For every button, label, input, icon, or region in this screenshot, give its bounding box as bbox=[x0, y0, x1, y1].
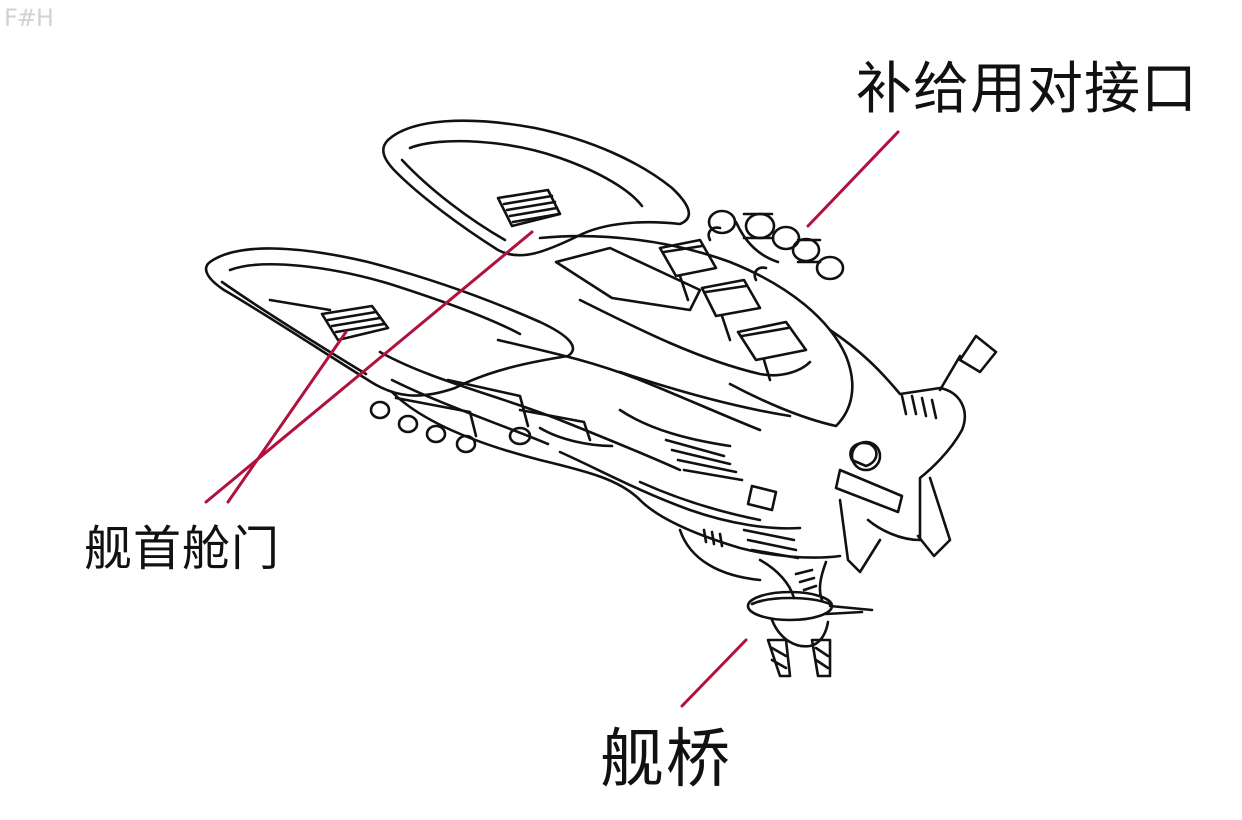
leader-line-bridge bbox=[680, 638, 748, 708]
bridge-structure bbox=[746, 558, 874, 678]
lower-hull-vents bbox=[618, 408, 882, 592]
lower-wing bbox=[204, 247, 575, 397]
leader-lines bbox=[204, 130, 900, 708]
upper-wing bbox=[382, 119, 691, 257]
docking-clamps bbox=[658, 226, 808, 382]
tail-fins bbox=[828, 328, 998, 558]
supply-docking-ports bbox=[707, 209, 845, 281]
ship-body bbox=[378, 234, 854, 530]
leader-line-dock bbox=[806, 130, 900, 228]
ship-line-art bbox=[204, 119, 998, 678]
underside-pods bbox=[369, 400, 532, 454]
leader-line-hatch-lower bbox=[226, 330, 348, 504]
label-supply-docking-port: 补给用对接口 bbox=[856, 57, 1198, 122]
watermark-logo: F#H bbox=[4, 4, 54, 32]
label-bow-hatch: 舰首舱门 bbox=[84, 521, 281, 577]
label-bridge: 舰桥 bbox=[600, 723, 732, 797]
